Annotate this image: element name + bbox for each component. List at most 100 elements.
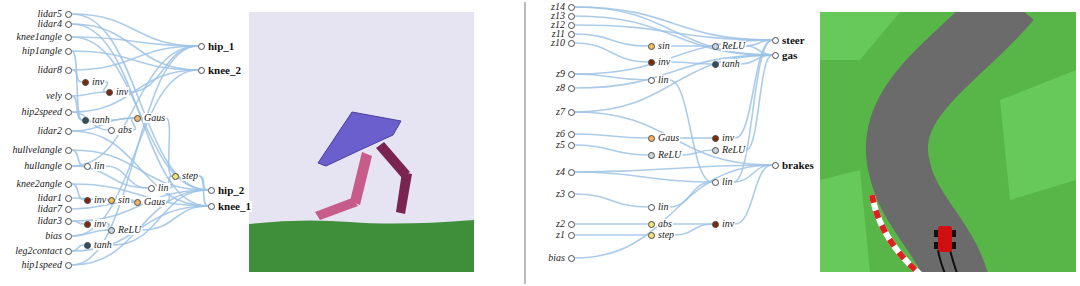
network-connection [575,165,772,258]
network-connection [575,55,772,112]
node-label: z5 [555,140,566,150]
node-circle [568,22,575,29]
node-label: sin [657,41,671,51]
input-node: hullangle [23,161,72,171]
node-circle [108,127,115,134]
input-node: lidar2 [37,126,72,136]
network-connection [670,182,712,207]
input-node: z10 [550,38,575,48]
node-circle [108,227,115,234]
input-node: knee2angle [15,179,72,189]
node-label: leg2contact [14,246,63,256]
node-circle [712,221,719,228]
input-node: z8 [555,83,575,93]
network-connection [675,224,712,235]
node-circle [84,221,91,228]
node-label: Gaus [657,133,680,143]
node-circle [198,67,205,74]
grass-patch [820,170,870,272]
input-node: z7 [555,107,575,117]
input-node: lidar1 [37,193,72,203]
output-node: brakes [772,160,815,171]
network-connection [72,92,106,96]
activation-node: inv [106,87,129,97]
node-circle [65,67,72,74]
node-label: knee2angle [15,179,63,189]
node-label: lidar7 [37,204,63,214]
node-circle [65,109,72,116]
node-circle [65,93,72,100]
node-circle [648,232,655,239]
node-circle [568,169,575,176]
activation-node: lin [84,161,106,171]
node-circle [648,221,655,228]
node-circle [172,173,179,180]
road-curb [872,195,922,272]
node-label: z7 [555,107,566,117]
input-node: lidar3 [37,216,72,226]
node-label: brakes [781,160,815,171]
node-label: lin [721,177,734,187]
node-circle [65,181,72,188]
race-car [938,226,952,252]
node-label: ReLU [657,150,682,160]
node-label: lidar4 [37,19,63,29]
node-circle [65,34,72,41]
input-node: hip1speed [20,260,72,270]
input-node: vely [45,91,72,101]
node-label: lidar8 [37,65,63,75]
node-circle [712,147,719,154]
node-circle [568,85,575,92]
node-circle [712,61,719,68]
node-label: z2 [555,219,566,229]
network-connection [72,24,198,70]
node-label: tanh [93,240,113,250]
node-label: hullvelangle [12,145,63,155]
node-circle [134,199,141,206]
activation-node: inv [84,195,107,205]
network-connection [113,190,208,245]
network-connection [746,46,772,55]
activation-node: lin [712,177,734,187]
node-label: sin [117,195,131,205]
node-label: inv [657,57,671,67]
node-circle [648,152,655,159]
network-connection [72,14,208,190]
network-connection [575,112,772,165]
network-connection [72,150,84,166]
node-label: knee1angle [15,32,63,42]
node-circle [65,163,72,170]
node-label: lin [157,183,170,193]
activation-node: lin [148,183,170,193]
node-label: abs [117,125,133,135]
node-label: lin [657,202,670,212]
activation-node: ReLU [712,41,746,51]
network-connection [72,24,208,206]
activation-node: step [648,230,675,240]
node-label: bias [547,253,566,263]
node-circle [568,142,575,149]
skid-mark [950,250,958,272]
node-circle [648,135,655,142]
node-label: inv [721,219,735,229]
network-connection [575,7,772,55]
network-connection [735,40,772,138]
car-road [897,12,1010,272]
node-circle [82,79,89,86]
node-label: step [657,230,675,240]
activation-node: ReLU [108,225,142,235]
output-node: knee_2 [198,65,242,76]
node-label: lin [93,161,106,171]
node-circle [108,197,115,204]
node-label: lidar5 [37,9,63,19]
input-node: lidar7 [37,204,72,214]
network-connection [575,145,648,155]
node-circle [568,40,575,47]
activation-node: lin [648,75,670,85]
node-label: tanh [721,59,741,69]
node-circle [648,59,655,66]
node-label: ReLU [117,225,142,235]
network-connection [111,118,134,120]
node-label: tanh [91,115,111,125]
